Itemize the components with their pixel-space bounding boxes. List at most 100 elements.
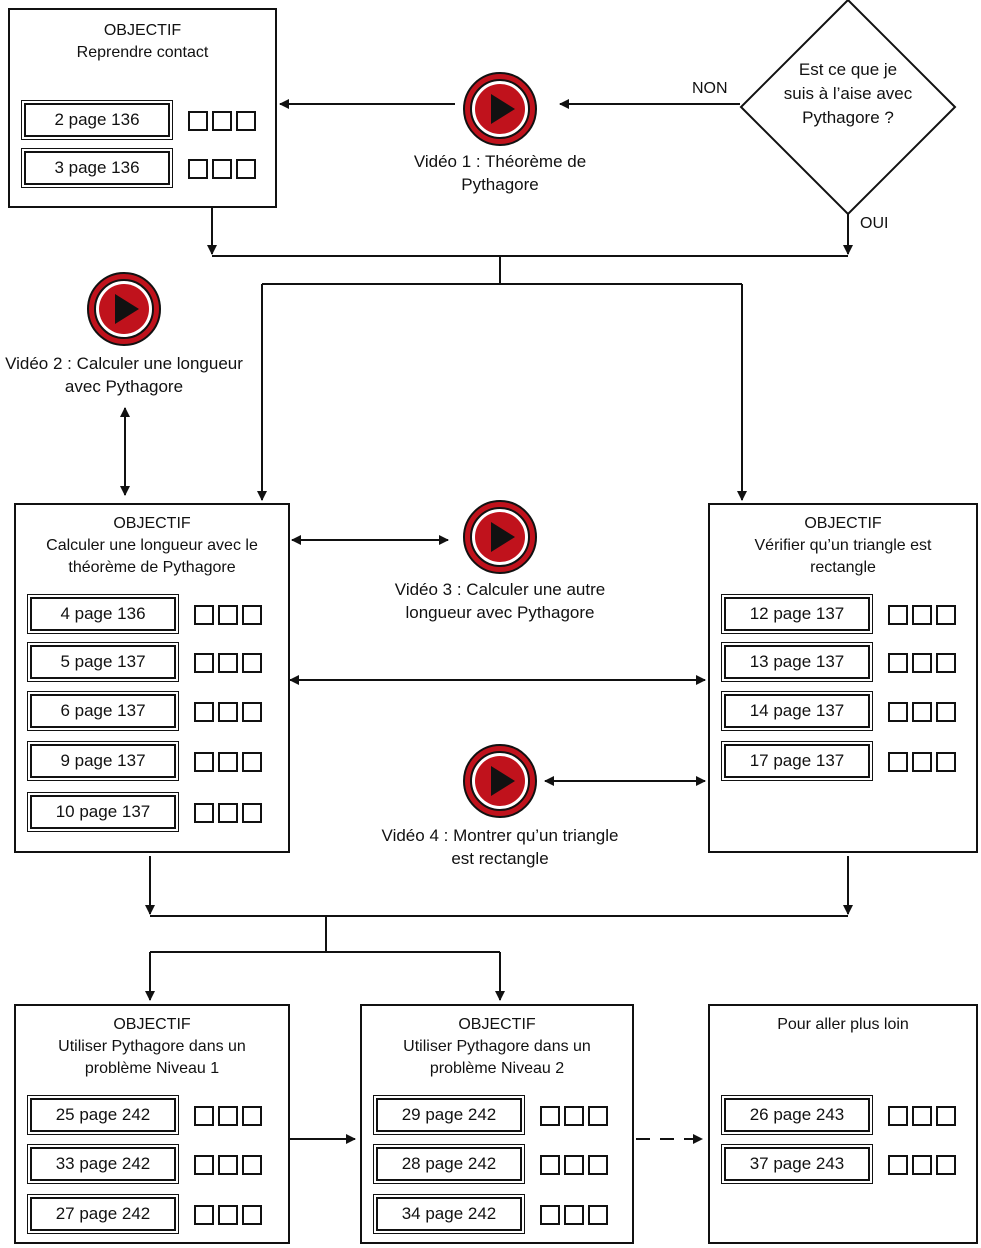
exercise-label: 25 page 242 [27,1095,179,1135]
checkbox[interactable] [242,702,262,722]
checkbox[interactable] [912,702,932,722]
checkbox[interactable] [564,1155,584,1175]
checkbox[interactable] [218,702,238,722]
play-video-icon[interactable] [85,270,163,348]
checkbox[interactable] [912,1155,932,1175]
checkbox[interactable] [540,1205,560,1225]
checkbox[interactable] [242,752,262,772]
decision-diamond [739,0,957,216]
checkbox[interactable] [888,1155,908,1175]
exercise-label: 27 page 242 [27,1194,179,1234]
play-video-icon[interactable] [461,742,539,820]
checkbox[interactable] [194,653,214,673]
checkbox[interactable] [588,1155,608,1175]
checkbox[interactable] [212,111,232,131]
progress-checkboxes [888,1106,956,1126]
play-video-icon[interactable] [461,498,539,576]
exercise-label: 10 page 137 [27,792,179,832]
checkbox[interactable] [218,1155,238,1175]
checkbox[interactable] [936,605,956,625]
checkbox[interactable] [194,1106,214,1126]
checkbox[interactable] [912,1106,932,1126]
exercise-label: 4 page 136 [27,594,179,634]
objective-probleme-niveau-2: OBJECTIF Utiliser Pythagore dans un prob… [360,1004,634,1244]
checkbox[interactable] [936,702,956,722]
progress-checkboxes [194,1106,262,1126]
objective-heading: OBJECTIF [103,22,182,39]
decision-no-label: NON [692,80,728,97]
exercise-label: 2 page 136 [21,100,173,140]
checkbox[interactable] [888,752,908,772]
checkbox[interactable] [912,752,932,772]
video-caption: Vidéo 2 : Calculer une longueur avec Pyt… [5,354,243,396]
objective-probleme-niveau-1: OBJECTIF Utiliser Pythagore dans un prob… [14,1004,290,1244]
progress-checkboxes [188,111,256,131]
checkbox[interactable] [218,752,238,772]
checkbox[interactable] [194,1155,214,1175]
checkbox[interactable] [912,605,932,625]
checkbox[interactable] [218,803,238,823]
checkbox[interactable] [212,159,232,179]
checkbox[interactable] [242,653,262,673]
checkbox[interactable] [888,1106,908,1126]
checkbox[interactable] [242,1155,262,1175]
checkbox[interactable] [218,653,238,673]
video-2[interactable]: Vidéo 2 : Calculer une longueur avec Pyt… [4,270,244,398]
progress-checkboxes [194,803,262,823]
video-4[interactable]: Vidéo 4 : Montrer qu’un triangle est rec… [380,742,620,870]
checkbox[interactable] [194,752,214,772]
exercise-label: 17 page 137 [721,741,873,781]
exercise-label: 9 page 137 [27,741,179,781]
checkbox[interactable] [188,159,208,179]
checkbox[interactable] [242,1106,262,1126]
checkbox[interactable] [564,1106,584,1126]
checkbox[interactable] [194,605,214,625]
progress-checkboxes [888,752,956,772]
checkbox[interactable] [218,605,238,625]
video-caption: Vidéo 3 : Calculer une autre longueur av… [394,580,606,622]
checkbox[interactable] [218,1205,238,1225]
checkbox[interactable] [194,803,214,823]
checkbox[interactable] [888,653,908,673]
checkbox[interactable] [242,803,262,823]
checkbox[interactable] [936,1106,956,1126]
video-1[interactable]: Vidéo 1 : Théorème de Pythagore [400,70,600,196]
exercise-label: 29 page 242 [373,1095,525,1135]
checkbox[interactable] [540,1106,560,1126]
exercise-label: 37 page 243 [721,1144,873,1184]
checkbox[interactable] [188,111,208,131]
progress-checkboxes [888,605,956,625]
checkbox[interactable] [936,1155,956,1175]
checkbox[interactable] [588,1205,608,1225]
exercise-label: 6 page 137 [27,691,179,731]
progress-checkboxes [194,752,262,772]
play-video-icon[interactable] [461,70,539,148]
progress-checkboxes [194,605,262,625]
objective-title: Pour aller plus loin [777,1016,909,1033]
checkbox[interactable] [588,1106,608,1126]
checkbox[interactable] [936,752,956,772]
checkbox[interactable] [936,653,956,673]
checkbox[interactable] [242,605,262,625]
checkbox[interactable] [564,1205,584,1225]
objective-heading: OBJECTIF [458,1016,536,1033]
checkbox[interactable] [194,1205,214,1225]
exercise-label: 26 page 243 [721,1095,873,1135]
checkbox[interactable] [540,1155,560,1175]
checkbox[interactable] [242,1205,262,1225]
checkbox[interactable] [236,159,256,179]
objective-title: Utiliser Pythagore dans un problème Nive… [58,1038,246,1077]
checkbox[interactable] [888,605,908,625]
objective-title: Calculer une longueur avec le théorème d… [46,537,258,576]
objective-pour-aller-plus-loin: Pour aller plus loin 26 page 243 37 page… [708,1004,978,1244]
objective-title: Reprendre contact [76,44,209,61]
checkbox[interactable] [912,653,932,673]
checkbox[interactable] [194,702,214,722]
progress-checkboxes [888,702,956,722]
exercise-label: 34 page 242 [373,1194,525,1234]
decision-question: Est ce que je suis à l’aise avec Pythago… [783,60,913,127]
checkbox[interactable] [218,1106,238,1126]
checkbox[interactable] [236,111,256,131]
checkbox[interactable] [888,702,908,722]
video-3[interactable]: Vidéo 3 : Calculer une autre longueur av… [365,498,635,624]
